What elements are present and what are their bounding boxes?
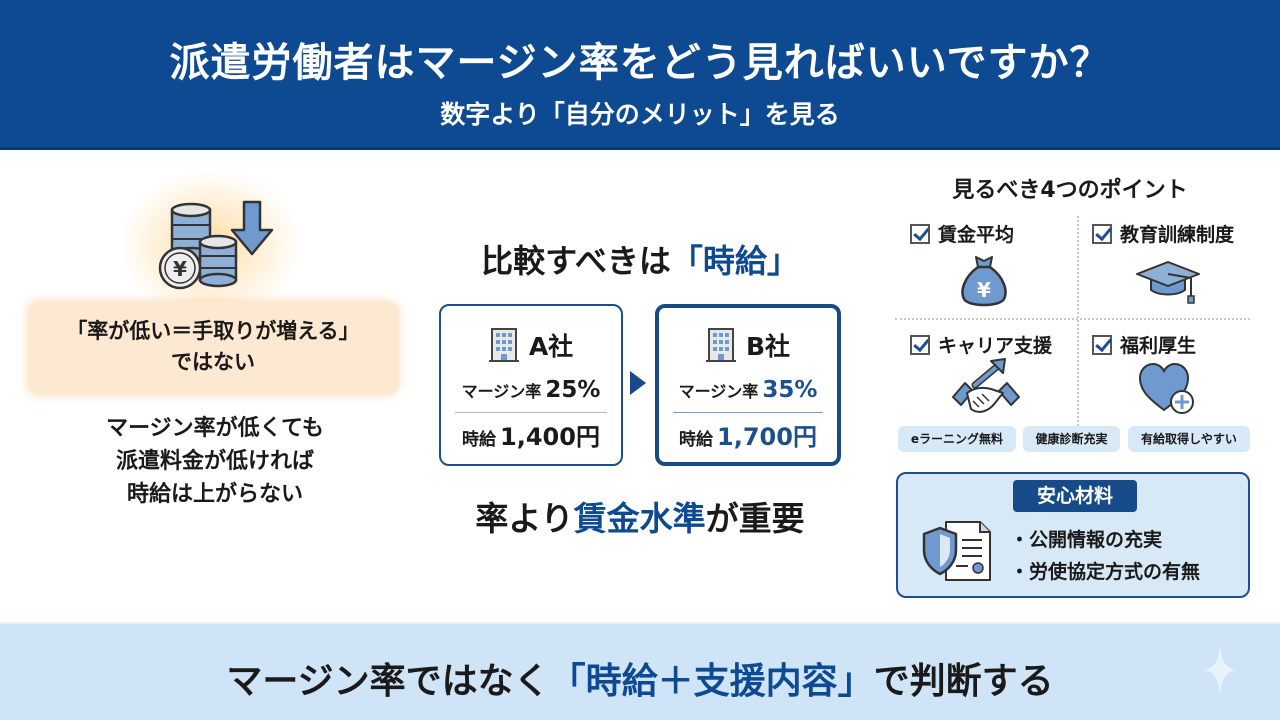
point-welfare: 福利厚生 bbox=[1092, 331, 1196, 358]
sparkle-icon bbox=[1204, 646, 1236, 694]
safety-list: ・公開情報の充実 ・労使協定方式の有無 bbox=[1010, 524, 1200, 588]
margin-value: 25% bbox=[545, 377, 601, 403]
svg-text:¥: ¥ bbox=[173, 257, 187, 281]
svg-text:¥: ¥ bbox=[977, 278, 991, 302]
arrow-right-icon bbox=[630, 371, 646, 395]
divider bbox=[673, 412, 823, 413]
claim-prefix: 率より bbox=[475, 499, 574, 538]
myth-line-1: 「率が低い＝手取りが増える」 bbox=[66, 319, 360, 343]
safety-item: ・公開情報の充実 bbox=[1010, 529, 1163, 551]
compare-heading: 比較すべきは「時給」 bbox=[430, 236, 850, 282]
tag-paid-leave: 有給取得しやすい bbox=[1128, 426, 1250, 452]
checkbox-checked-icon bbox=[1092, 334, 1112, 355]
compare-heading-prefix: 比較すべきは bbox=[481, 242, 671, 280]
company-name: B社 bbox=[745, 332, 791, 361]
explanation-line: 派遣料金が低ければ bbox=[115, 449, 314, 474]
point-label: 賃金平均 bbox=[938, 224, 1015, 246]
divider bbox=[455, 412, 607, 413]
footer-highlight: 「時給＋支援内容」 bbox=[549, 661, 874, 702]
footer-banner: マージン率ではなく「時給＋支援内容」で判断する bbox=[0, 622, 1280, 720]
safety-label: 安心材料 bbox=[1013, 480, 1137, 512]
myth-callout: 「率が低い＝手取りが増える」 ではない bbox=[28, 302, 398, 394]
building-icon bbox=[488, 328, 519, 362]
shield-document-icon bbox=[922, 521, 991, 581]
header-banner: 派遣労働者はマージン率をどう見ればいいですか？ 数字より「自分のメリット」を見る bbox=[0, 0, 1280, 150]
points-heading: 見るべき4つのポイント bbox=[952, 178, 1188, 203]
page-title: 派遣労働者はマージン率をどう見ればいいですか？ bbox=[169, 40, 1111, 86]
wage-label: 時給 bbox=[462, 430, 497, 450]
page-subtitle: 数字より「自分のメリット」を見る bbox=[440, 100, 840, 129]
handshake-arrow-icon bbox=[952, 358, 1020, 413]
point-wage-average: 賃金平均 bbox=[910, 220, 1014, 247]
explanation-line: マージン率が低くても bbox=[106, 416, 324, 441]
money-bag-yen-icon: ¥ bbox=[961, 256, 1007, 307]
safety-item: ・労使協定方式の有無 bbox=[1010, 561, 1201, 583]
footer-prefix: マージン率ではなく bbox=[226, 661, 550, 702]
graduation-cap-icon bbox=[1136, 261, 1200, 304]
claim-suffix: が重要 bbox=[705, 499, 805, 538]
point-label: キャリア支援 bbox=[938, 335, 1053, 357]
key-claim: 率より賃金水準が重要 bbox=[430, 492, 850, 540]
compare-heading-highlight: 「時給」 bbox=[670, 242, 799, 280]
checkbox-checked-icon bbox=[910, 334, 930, 355]
margin-label: マージン率 bbox=[678, 382, 759, 401]
point-label: 教育訓練制度 bbox=[1120, 224, 1235, 246]
checkbox-checked-icon bbox=[1092, 223, 1112, 244]
myth-line-2: ではない bbox=[171, 350, 255, 374]
heart-plus-icon bbox=[1138, 362, 1194, 414]
wage-label: 時給 bbox=[679, 430, 714, 450]
wage-value: 1,400円 bbox=[500, 423, 600, 451]
wage-value: 1,700円 bbox=[717, 423, 817, 451]
margin-label: マージン率 bbox=[461, 382, 542, 401]
claim-highlight: 賃金水準 bbox=[573, 499, 706, 538]
footer-conclusion: マージン率ではなく「時給＋支援内容」で判断する bbox=[0, 652, 1280, 704]
building-icon bbox=[705, 328, 736, 362]
tag-elearning: eラーニング無料 bbox=[898, 426, 1016, 452]
safety-panel: 安心材料 ・公開情報の充実 ・労使協定方式の有無 bbox=[896, 472, 1250, 598]
grid-divider-horizontal bbox=[895, 318, 1250, 320]
point-career-support: キャリア支援 bbox=[910, 331, 1052, 358]
tag-health-checkup: 健康診断充実 bbox=[1023, 426, 1120, 452]
company-name: A社 bbox=[528, 332, 574, 361]
grid-divider-vertical bbox=[1077, 216, 1079, 446]
explanation-line: 時給は上がらない bbox=[126, 482, 303, 507]
point-training: 教育訓練制度 bbox=[1092, 220, 1234, 247]
checkbox-checked-icon bbox=[910, 223, 930, 244]
margin-value: 35% bbox=[762, 377, 818, 403]
explanation-text: マージン率が低くても 派遣料金が低ければ 時給は上がらない bbox=[40, 412, 390, 511]
coins-down-icon: ¥ bbox=[158, 200, 274, 290]
point-label: 福利厚生 bbox=[1120, 335, 1197, 357]
footer-suffix: で判断する bbox=[873, 661, 1054, 702]
